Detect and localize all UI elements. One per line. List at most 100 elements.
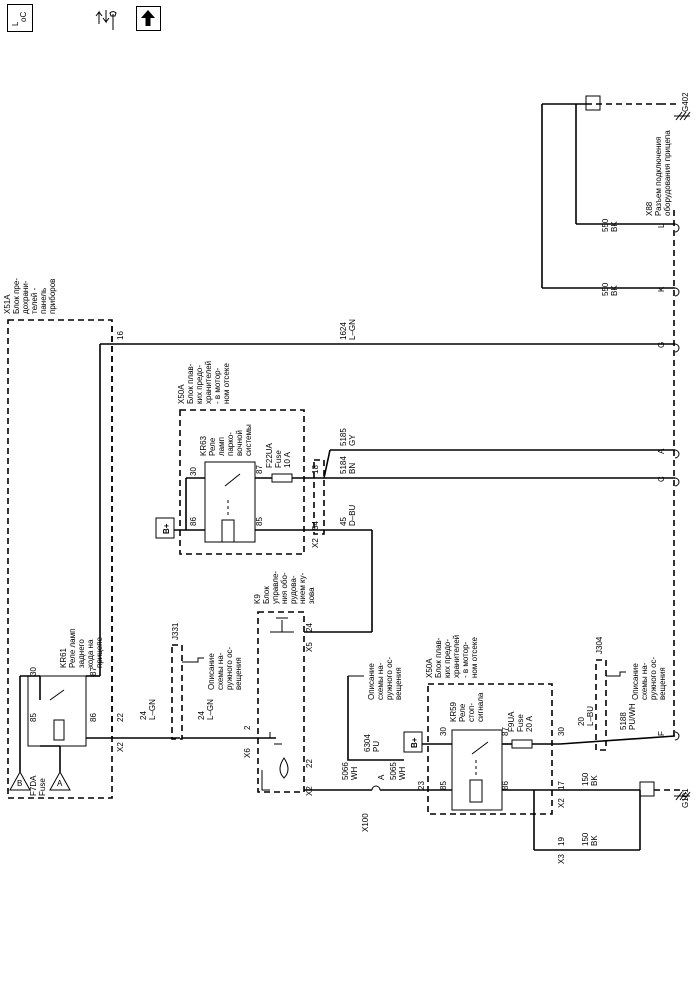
- svg-text:5185: 5185: [339, 428, 348, 446]
- kr59-relay: [451, 729, 503, 811]
- svg-text:F7DA: F7DA: [29, 775, 38, 796]
- svg-text:Блок плав-: Блок плав-: [186, 363, 195, 404]
- svg-text:X2: X2: [311, 538, 320, 548]
- svg-text:Разъем подключения: Разъем подключения: [654, 137, 663, 216]
- svg-text:ружного ос-: ружного ос-: [649, 656, 658, 700]
- svg-text:Fuse: Fuse: [38, 778, 47, 796]
- svg-text:D–BU: D–BU: [348, 504, 357, 526]
- svg-text:рудова-: рудова-: [289, 575, 298, 604]
- svg-text:150: 150: [581, 832, 590, 846]
- j331-splice: [171, 644, 183, 740]
- svg-text:30: 30: [29, 667, 38, 676]
- svg-text:86: 86: [501, 781, 510, 790]
- svg-text:- в мотор-: - в мотор-: [461, 641, 470, 678]
- wire-5188: [559, 735, 676, 745]
- svg-text:K: K: [657, 286, 666, 292]
- j304-desc: Описание схемы на- ружного ос- вещения: [631, 656, 667, 700]
- svg-text:- в мотор-: - в мотор-: [213, 367, 222, 404]
- g402-label: G402: [681, 92, 690, 112]
- j331-label: J331: [171, 622, 180, 640]
- wire-45-label: 45 D–BU: [339, 504, 357, 526]
- svg-text:Реле ламп: Реле ламп: [68, 629, 77, 668]
- svg-text:550: 550: [601, 282, 610, 296]
- svg-text:схемы на-: схемы на-: [640, 662, 649, 700]
- svg-text:ружного ос-: ружного ос-: [225, 646, 234, 690]
- wire-24-lgn-a: 24 L–GN: [139, 699, 157, 720]
- ground-g101-icon: [674, 791, 691, 801]
- svg-text:54: 54: [311, 521, 320, 530]
- svg-text:стоп-: стоп-: [467, 703, 476, 722]
- f7da-label: F7DA Fuse: [29, 775, 47, 796]
- svg-text:BN: BN: [348, 463, 357, 474]
- g101-connector: [639, 781, 655, 797]
- svg-text:X88: X88: [645, 201, 654, 216]
- x51a-pin16: 16: [116, 331, 125, 340]
- svg-text:хода на: хода на: [86, 639, 95, 668]
- svg-text:550: 550: [601, 218, 610, 232]
- svg-text:заднего: заднего: [77, 639, 86, 668]
- svg-text:Описание: Описание: [631, 663, 640, 700]
- svg-text:хранителей: хранителей: [452, 635, 461, 678]
- j331-desc: Описание схемы на- ружного ос- вещения: [207, 646, 243, 690]
- svg-text:85: 85: [29, 713, 38, 722]
- svg-text:L–GN: L–GN: [148, 699, 157, 720]
- toolbar: L oC: [0, 0, 700, 40]
- location-glyph-a: L: [11, 21, 20, 26]
- svg-text:K9: K9: [253, 594, 262, 604]
- wire-lbu-label: 20 L–BU: [577, 706, 595, 726]
- wire-550-a-label: 550 BK: [601, 218, 619, 232]
- svg-text:X50A: X50A: [425, 658, 434, 678]
- svg-text:24: 24: [139, 711, 148, 720]
- svg-text:ном отсеке: ном отсеке: [470, 637, 479, 678]
- x51a-conn-x2: X2: [116, 742, 125, 752]
- kr63-label: KR63 Реле ламп парко- вочной системы: [199, 424, 253, 456]
- svg-text:30: 30: [439, 727, 448, 736]
- svg-text:L–GN: L–GN: [206, 699, 215, 720]
- svg-text:схемы на-: схемы на-: [216, 652, 225, 690]
- svg-text:Описание: Описание: [367, 663, 376, 700]
- svg-text:нием ку-: нием ку-: [298, 572, 307, 604]
- svg-text:WH: WH: [350, 766, 359, 780]
- svg-text:X6: X6: [243, 748, 252, 758]
- ground-g402-icon: [674, 111, 691, 121]
- wire-5066-label: 5066 WH: [341, 762, 359, 780]
- kr61-relay: [27, 675, 87, 747]
- svg-text:B+: B+: [410, 737, 419, 748]
- svg-text:дохрани-: дохрани-: [21, 280, 30, 314]
- svg-text:5184: 5184: [339, 456, 348, 474]
- terminal-b-label: B: [17, 779, 22, 788]
- svg-text:KR63: KR63: [199, 435, 208, 456]
- x88-label: X88 Разъем подключения оборудования приц…: [645, 130, 672, 216]
- svg-text:KR59: KR59: [449, 701, 458, 722]
- location-button[interactable]: L oC: [7, 4, 33, 32]
- g101-label: G101: [681, 788, 690, 808]
- svg-text:X2: X2: [557, 798, 566, 808]
- swap-wrench-icon[interactable]: [95, 4, 131, 34]
- svg-text:L–BU: L–BU: [586, 706, 595, 726]
- x50a-top-block: [179, 409, 305, 555]
- up-arrow-button[interactable]: [136, 6, 161, 31]
- svg-text:22: 22: [305, 759, 314, 768]
- svg-text:5188: 5188: [619, 712, 628, 730]
- x100-label: X100: [361, 813, 370, 832]
- g402-connector: [585, 95, 601, 111]
- f22ua-fuse: [271, 473, 293, 483]
- svg-text:ружного ос-: ружного ос-: [385, 656, 394, 700]
- svg-text:85: 85: [255, 517, 264, 526]
- svg-text:системы: системы: [244, 424, 253, 456]
- svg-text:GY: GY: [348, 434, 357, 446]
- f9ua-label: F9UA Fuse 20 A: [507, 711, 534, 732]
- svg-text:приборов: приборов: [48, 279, 57, 314]
- svg-text:Блок плав-: Блок плав-: [434, 637, 443, 678]
- x51a-fuse-block: [7, 319, 113, 799]
- terminal-b: [9, 770, 31, 791]
- wire-5184-label: 5184 BN: [339, 456, 357, 474]
- svg-text:10 A: 10 A: [283, 451, 292, 468]
- svg-text:G: G: [657, 342, 666, 348]
- bplus-top: [155, 517, 175, 539]
- svg-text:85: 85: [439, 781, 448, 790]
- svg-text:PU/WH: PU/WH: [628, 703, 637, 730]
- kr59-label: KR59 Реле стоп- сигнала: [449, 692, 485, 722]
- svg-text:150: 150: [581, 772, 590, 786]
- svg-text:86: 86: [89, 713, 98, 722]
